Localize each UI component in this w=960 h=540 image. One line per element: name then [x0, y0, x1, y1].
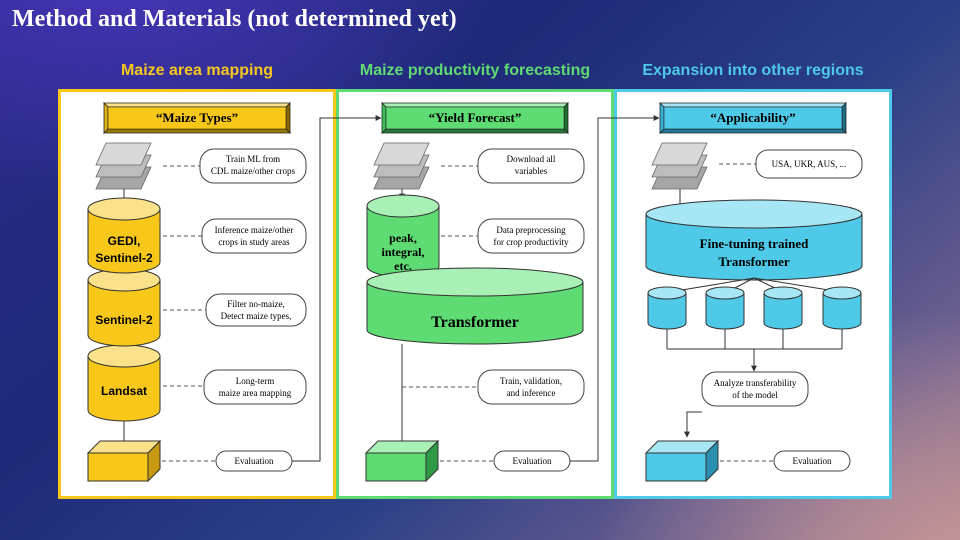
svg-text:Inference maize/other: Inference maize/other [215, 225, 294, 235]
svg-text:Evaluation: Evaluation [513, 456, 552, 466]
svg-text:maize area mapping: maize area mapping [219, 388, 292, 398]
cylinder-gedi-sentinel2: GEDI, Sentinel-2 [87, 197, 161, 274]
annotation-long-term: Long-term maize area mapping [203, 369, 307, 405]
header-label-applicability: “Applicability” [710, 110, 795, 125]
svg-text:Data preprocessing: Data preprocessing [496, 225, 566, 235]
cube-evaluation-maize [86, 439, 162, 483]
svg-text:Detect maize types,: Detect maize types, [221, 311, 292, 321]
svg-text:Train ML from: Train ML from [226, 154, 280, 164]
svg-text:crops in study areas: crops in study areas [218, 237, 290, 247]
annotation-analyze: Analyze transferability of the model [701, 371, 809, 407]
svg-text:Fine-tuning trained: Fine-tuning trained [700, 236, 809, 251]
svg-text:for crop productivity: for crop productivity [494, 237, 569, 247]
header-box-yield-forecast: “Yield Forecast” [381, 102, 569, 134]
cylinder-small-3 [763, 286, 803, 330]
svg-text:Evaluation: Evaluation [235, 456, 274, 466]
annotation-inference: Inference maize/other crops in study are… [201, 218, 307, 254]
svg-text:GEDI,: GEDI, [108, 234, 141, 248]
annotation-filter: Filter no-maize, Detect maize types, [205, 293, 307, 327]
svg-text:of the model: of the model [732, 390, 778, 400]
header-label-maize-types: “Maize Types” [156, 110, 238, 125]
svg-text:Train, validation,: Train, validation, [500, 376, 562, 386]
cube-evaluation-applicability [644, 439, 720, 483]
annotation-evaluation-yield: Evaluation [493, 450, 571, 472]
cylinder-small-2 [705, 286, 745, 330]
layers-icon [373, 142, 430, 190]
cylinder-peak-integral: peak, integral, etc. [366, 194, 440, 278]
annotation-train-validation: Train, validation, and inference [477, 369, 585, 405]
cylinder-fine-tuning: Fine-tuning trained Transformer [645, 199, 863, 281]
svg-text:peak,: peak, [389, 231, 417, 245]
cube-evaluation-yield [364, 439, 440, 483]
svg-text:Analyze transferability: Analyze transferability [714, 378, 797, 388]
svg-text:Transformer: Transformer [431, 314, 519, 331]
cylinder-small-1 [647, 286, 687, 330]
svg-text:Long-term: Long-term [236, 376, 275, 386]
header-box-maize-types: “Maize Types” [103, 102, 291, 134]
annotation-regions: USA, UKR, AUS, ... [755, 149, 863, 179]
annotation-train-ml: Train ML from CDL maize/other crops [199, 148, 307, 184]
annotation-download: Download all variables [477, 148, 585, 184]
annotation-preprocessing: Data preprocessing for crop productivity [477, 218, 585, 254]
section-title-expansion: Expansion into other regions [642, 62, 864, 79]
svg-text:USA, UKR, AUS, ...: USA, UKR, AUS, ... [772, 159, 847, 169]
layers-icon [95, 142, 152, 190]
cylinder-small-4 [822, 286, 862, 330]
svg-text:Filter no-maize,: Filter no-maize, [227, 299, 284, 309]
svg-text:and inference: and inference [507, 388, 556, 398]
svg-text:Transformer: Transformer [718, 254, 789, 269]
cylinder-transformer: Transformer [366, 267, 584, 345]
header-box-applicability: “Applicability” [659, 102, 847, 134]
layers-icon [651, 142, 708, 190]
svg-text:variables: variables [515, 166, 548, 176]
svg-text:CDL maize/other crops: CDL maize/other crops [211, 166, 296, 176]
header-label-yield-forecast: “Yield Forecast” [429, 110, 522, 125]
cylinder-landsat: Landsat [87, 344, 161, 422]
svg-text:etc.: etc. [394, 259, 412, 273]
cylinder-sentinel2: Sentinel-2 [87, 268, 161, 347]
svg-text:Evaluation: Evaluation [793, 456, 832, 466]
svg-text:Landsat: Landsat [101, 384, 147, 398]
section-title-productivity: Maize productivity forecasting [359, 62, 591, 79]
svg-text:Sentinel-2: Sentinel-2 [95, 313, 153, 327]
section-title-area-mapping: Maize area mapping [120, 62, 274, 79]
annotation-evaluation-maize: Evaluation [215, 450, 293, 472]
svg-text:integral,: integral, [382, 245, 425, 259]
svg-text:Download all: Download all [507, 154, 556, 164]
slide-title: Method and Materials (not determined yet… [12, 6, 457, 32]
annotation-evaluation-applicability: Evaluation [773, 450, 851, 472]
svg-text:Sentinel-2: Sentinel-2 [95, 251, 153, 265]
